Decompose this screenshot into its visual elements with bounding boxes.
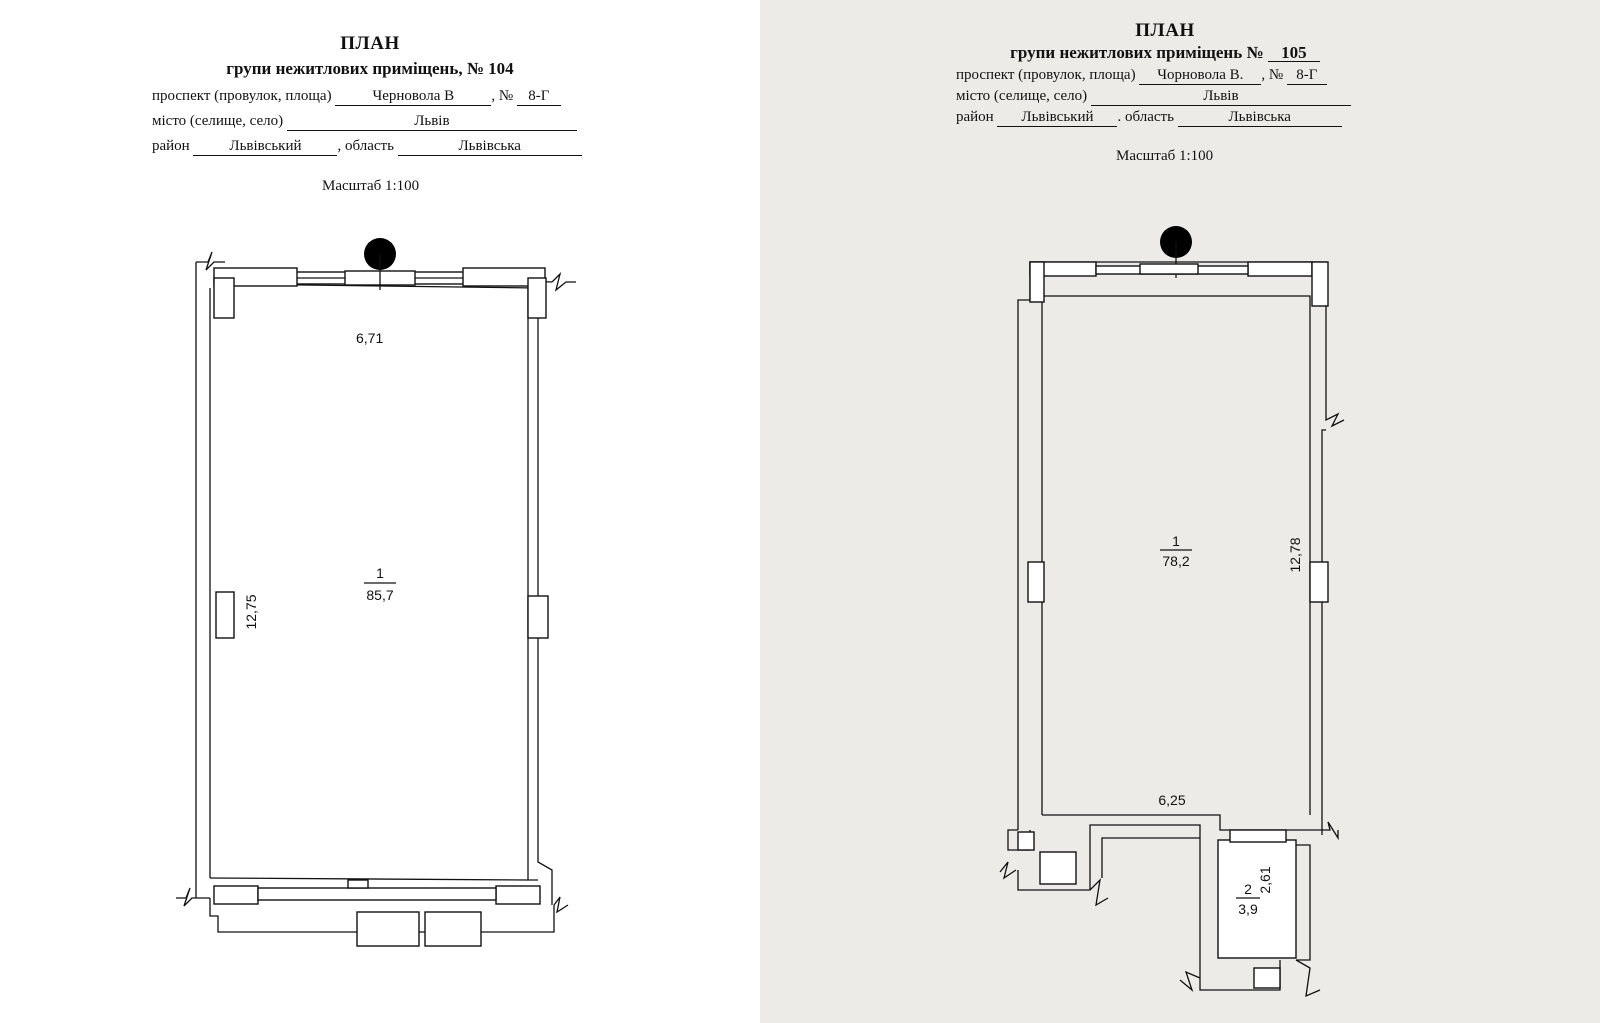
subtitle-number: 105	[1267, 44, 1320, 62]
street-value: Черновола В	[335, 88, 492, 106]
left-plan-title: ПЛАН	[340, 33, 400, 54]
column	[1027, 561, 1045, 603]
pier	[1247, 261, 1313, 277]
step	[1039, 851, 1077, 885]
left-plan-subtitle: групи нежитлових приміщень, № 104	[226, 59, 514, 78]
dimension-top: 6,71	[356, 330, 383, 346]
room-1-number: 1	[1172, 533, 1180, 549]
right-plan-subtitle: групи нежитлових приміщень № 105	[760, 43, 1570, 63]
wall-line	[537, 288, 553, 905]
wall-line	[1296, 844, 1311, 961]
wall-line	[1017, 262, 1031, 830]
city-label: місто (селище, село)	[152, 113, 284, 129]
wall-line	[1101, 837, 1200, 878]
step	[1253, 967, 1281, 989]
doorway	[1229, 829, 1287, 843]
break-mark	[196, 251, 225, 271]
wall-line	[1030, 261, 1327, 410]
column	[213, 277, 235, 319]
break-mark	[1325, 410, 1345, 428]
wall-line	[1042, 814, 1310, 831]
number-label: , №	[1261, 67, 1287, 83]
window	[257, 887, 497, 901]
room-number: 1	[376, 565, 384, 581]
right-floor-plan: 1 78,2 12,78 6,25 2 3,9 2,61	[999, 226, 1345, 998]
city-value: Львів	[1090, 88, 1351, 106]
number-value: 8-Г	[516, 88, 561, 106]
room-2-area: 3,9	[1238, 901, 1258, 917]
step	[356, 911, 420, 947]
dimension-side: 12,75	[243, 594, 259, 629]
dimension-side: 12,78	[1287, 537, 1303, 572]
window-sash	[1139, 263, 1199, 275]
region-value: Львівська	[1177, 109, 1342, 127]
right-plan-sheet: ПЛАН групи нежитлових приміщень № 105 пр…	[760, 0, 1600, 1023]
break-mark	[553, 896, 569, 914]
wall-line	[1007, 829, 1018, 851]
region-label: . область	[1117, 109, 1174, 125]
room-1-area: 78,2	[1162, 553, 1189, 569]
left-scale: Масштаб 1:100	[322, 178, 420, 194]
room-2-dimension: 2,61	[1257, 866, 1273, 893]
wall-line	[1321, 429, 1326, 835]
wall-line	[209, 898, 555, 933]
left-city-line: місто (селище, село) Львів	[152, 113, 577, 131]
break-mark	[1179, 970, 1201, 992]
subtitle-prefix: групи нежитлових приміщень №	[1010, 43, 1268, 62]
pier	[213, 267, 298, 287]
left-district-line: район Львівський, область Львівська	[152, 138, 582, 156]
right-plan-title: ПЛАН	[1135, 20, 1195, 41]
wall-line	[527, 288, 538, 881]
region-label: , область	[337, 138, 394, 154]
break-mark	[1310, 821, 1339, 841]
street-label: проспект (провулок, площа)	[956, 67, 1136, 83]
wall-line	[1042, 295, 1311, 815]
dimension-bottom: 6,25	[1158, 792, 1185, 808]
right-street-line: проспект (провулок, площа) Чорновола В.,…	[956, 67, 1327, 85]
left-plan-sheet: ПЛАН групи нежитлових приміщень, № 104 п…	[0, 0, 760, 1023]
pier	[495, 885, 541, 905]
right-city-line: місто (селище, село) Львів	[956, 88, 1351, 106]
city-label: місто (селище, село)	[956, 88, 1088, 104]
city-value: Львів	[286, 113, 577, 131]
room-area: 85,7	[366, 587, 393, 603]
number-label: , №	[491, 88, 517, 104]
column	[215, 591, 235, 639]
street-value: Чорновола В.	[1139, 67, 1262, 85]
district-value: Львівський	[997, 109, 1118, 127]
street-label: проспект (провулок, площа)	[152, 88, 332, 104]
left-street-line: проспект (провулок, площа) Черновола В, …	[152, 88, 561, 106]
break-mark	[176, 887, 210, 907]
district-label: район	[152, 138, 190, 154]
wall-line	[1017, 870, 1109, 907]
left-floor-plan: 6,71 12,75 1 85,7	[176, 238, 576, 947]
pier	[462, 267, 546, 287]
column	[527, 595, 549, 639]
region-value: Львівська	[397, 138, 582, 156]
right-district-line: район Львівський. область Львівська	[956, 109, 1342, 127]
column	[527, 277, 547, 319]
wall-line	[1089, 824, 1201, 905]
step	[424, 911, 482, 947]
district-label: район	[956, 109, 994, 125]
mullion	[347, 879, 369, 889]
column	[1309, 561, 1329, 603]
room-2-outline	[1217, 839, 1297, 959]
right-scale: Масштаб 1:100	[1116, 148, 1214, 164]
column	[1311, 261, 1329, 307]
room-2-number: 2	[1244, 881, 1252, 897]
pier	[1017, 831, 1035, 851]
break-mark	[1295, 959, 1321, 998]
break-mark	[999, 861, 1017, 880]
break-mark	[551, 271, 576, 292]
pier	[213, 885, 259, 905]
number-value: 8-Г	[1286, 67, 1327, 85]
wall-line	[209, 877, 529, 881]
column	[1029, 261, 1045, 303]
district-value: Львівський	[193, 138, 338, 156]
